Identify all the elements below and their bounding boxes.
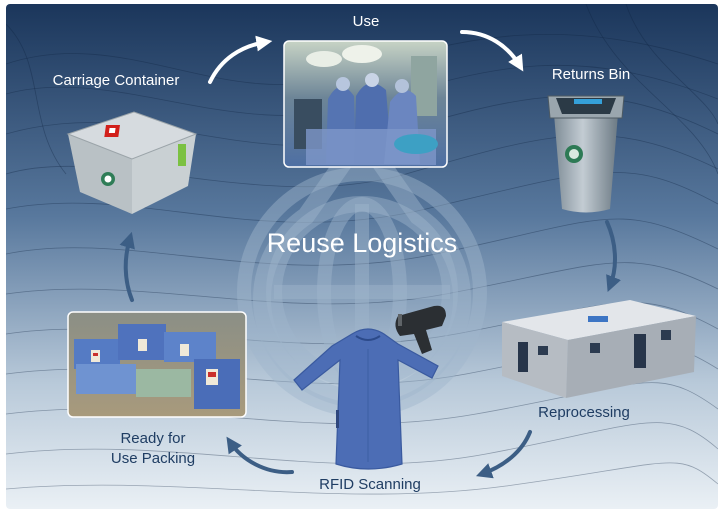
stage-label-rfid-scanning: RFID Scanning xyxy=(319,476,421,493)
barcode-scanner-icon xyxy=(395,305,446,354)
packing-photo xyxy=(67,311,247,418)
stage-label-use: Use xyxy=(352,13,380,30)
surgical-gown-icon xyxy=(293,328,439,470)
reuse-logistics-diagram: Reuse Logistics Use Returns Bin Carriage… xyxy=(6,4,718,509)
carriage-container-image xyxy=(66,111,198,214)
operating-room-photo xyxy=(283,40,448,168)
cycle-arrows-icon xyxy=(119,30,621,479)
stage-label-returns-bin: Returns Bin xyxy=(551,66,631,83)
diagram-title: Reuse Logistics xyxy=(266,228,458,258)
reprocessing-building-image xyxy=(502,300,696,398)
stage-label-reprocessing: Reprocessing xyxy=(538,404,630,421)
stage-label-carriage-container: Carriage Container xyxy=(52,72,180,89)
stage-label-ready-line2: Use Packing xyxy=(110,450,196,467)
returns-bin-image xyxy=(547,95,625,213)
diagram-canvas xyxy=(6,4,718,509)
stage-label-ready-line1: Ready for xyxy=(120,430,186,447)
